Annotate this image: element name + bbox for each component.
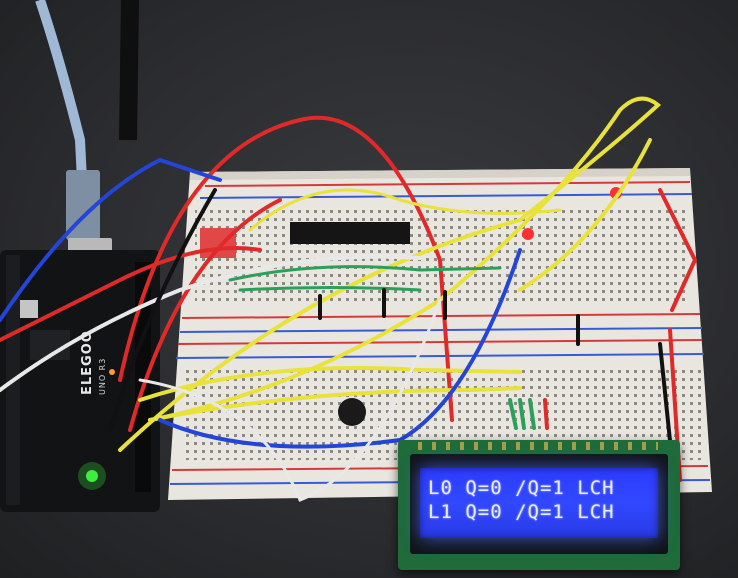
arduino-model-label: UNO R3	[98, 357, 107, 395]
lcd-screen: L0 Q=0 /Q=1 LCH L1 Q=0 /Q=1 LCH	[420, 468, 658, 538]
status-led	[109, 369, 115, 375]
lcd-line-2: L1 Q=0 /Q=1 LCH	[428, 501, 615, 523]
usb-cable	[35, 0, 87, 181]
lcd-module: L0 Q=0 /Q=1 LCH L1 Q=0 /Q=1 LCH	[398, 440, 680, 570]
lcd-header-pins	[418, 442, 658, 450]
power-led	[86, 470, 98, 482]
lcd-bezel: L0 Q=0 /Q=1 LCH L1 Q=0 /Q=1 LCH	[410, 454, 668, 554]
lcd-line-1: L0 Q=0 /Q=1 LCH	[428, 477, 615, 499]
dip-switch	[200, 228, 236, 258]
breadboard	[168, 168, 712, 500]
ic-chip	[290, 222, 410, 244]
red-led-2	[522, 228, 534, 240]
arduino-brand-label: ELEGOO	[80, 330, 95, 395]
usb-connector	[66, 170, 100, 240]
potentiometer	[338, 398, 366, 426]
power-cable	[119, 0, 139, 141]
